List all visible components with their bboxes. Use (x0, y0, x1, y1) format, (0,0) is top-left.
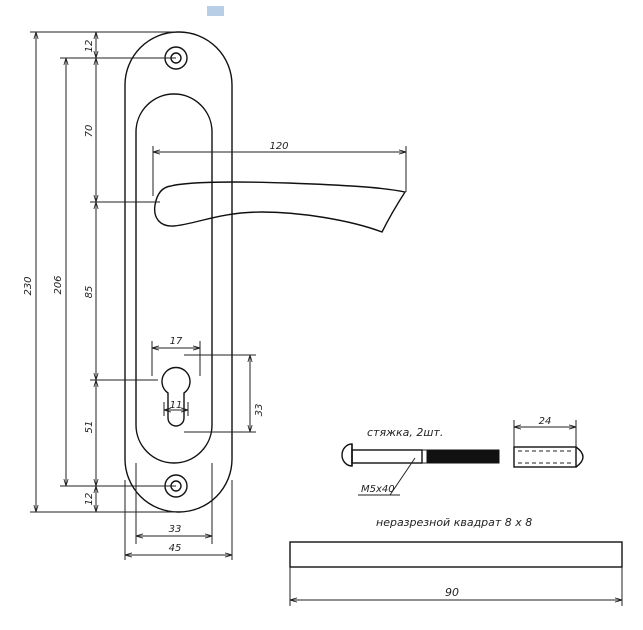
dim-overall-height: 230 (23, 31, 176, 513)
dim-bottom-hole-label: 12 (84, 493, 95, 506)
dim-holes-distance-label: 206 (53, 275, 64, 294)
square-note: неразрезной квадрат 8 x 8 (376, 516, 532, 529)
tie-screw-thread (426, 449, 500, 464)
screw-label: M5x40 (361, 484, 395, 495)
dim-lower-span-label: 51 (84, 421, 95, 434)
dim-cyl-pin-label: 11 (170, 400, 183, 411)
dim-square-length: 90 (289, 567, 623, 606)
tie-screw (341, 443, 500, 467)
top-marker (207, 6, 224, 16)
dim-mid-span-label: 85 (84, 286, 95, 299)
dim-top-hole-label: 12 (84, 40, 95, 53)
screw-leader (358, 457, 416, 496)
lever-handle (153, 181, 407, 233)
tie-sleeve: 24 (513, 416, 584, 468)
dim-holes-distance: 206 (53, 57, 176, 487)
dim-handle-length: 120 (152, 141, 407, 196)
dim-cyl-width: 17 (151, 336, 201, 376)
dim-cyl-height-label: 33 (254, 404, 265, 417)
tie-note: стяжка, 2шт. (367, 426, 443, 439)
dim-cyl-width-label: 17 (170, 336, 183, 347)
dim-plate-width-label: 45 (169, 543, 182, 554)
square-rod (289, 541, 623, 568)
dim-cyl-pin: 11 (163, 400, 189, 416)
backplate (124, 31, 233, 513)
dim-plate-inner-width-label: 33 (169, 524, 182, 535)
dim-square-length-label: 90 (445, 586, 459, 599)
dim-chain: 12 70 85 51 12 (84, 32, 160, 512)
dim-overall-height-label: 230 (23, 276, 34, 295)
dim-handle-length-label: 120 (269, 141, 288, 152)
cylinder-cutout (161, 366, 191, 427)
dim-upper-span-label: 70 (84, 125, 95, 138)
tie-sleeve-length-label: 24 (539, 416, 552, 427)
dim-cyl-height: 33 (184, 354, 265, 433)
dim-plate-widths: 33 45 (124, 463, 233, 560)
